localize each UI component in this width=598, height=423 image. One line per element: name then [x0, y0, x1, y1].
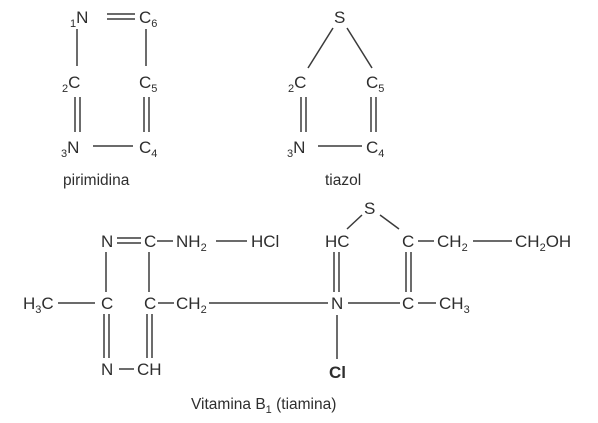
atom-c4-label: C: [139, 138, 151, 157]
group-h3c-h: H: [23, 294, 35, 313]
group-ch2oh-ch: CH: [515, 232, 540, 251]
locant-3: 3: [61, 148, 67, 160]
group-ch3-label: CH: [439, 294, 464, 313]
atom-c5-label: C: [366, 73, 378, 92]
atom-c6: C6: [139, 8, 157, 30]
group-h3c-subscript: 3: [35, 304, 41, 316]
group-ch3-subscript: 3: [464, 304, 470, 316]
atom-c2: 2C: [62, 73, 80, 95]
thiamine-caption: Vitamina B1 (tiamina): [191, 396, 336, 416]
atom-s: S: [364, 199, 375, 218]
atom-c4-label: C: [366, 138, 378, 157]
bond-s-hc: [346, 214, 363, 230]
atom-s: S: [334, 8, 345, 27]
thiamine-caption-subscript: 1: [266, 404, 272, 416]
atom-c2: 2C: [288, 73, 306, 95]
atom-c6-label: C: [139, 8, 151, 27]
atom-c2-label: C: [294, 73, 306, 92]
locant-3: 3: [287, 148, 293, 160]
atom-c5-label: C: [139, 73, 151, 92]
atom-n3: 3N: [61, 138, 79, 160]
atom-c5: C5: [139, 73, 157, 95]
locant-2: 2: [288, 83, 294, 95]
pyrimidine-caption: pirimidina: [63, 172, 130, 189]
group-ch3: CH3: [439, 294, 470, 316]
locant-2: 2: [62, 83, 68, 95]
group-ch2-bridge: CH2: [176, 294, 207, 316]
group-nh2: NH2: [176, 232, 207, 254]
bond-s-c5: [346, 27, 373, 69]
thiamine-caption-tail: (tiamina): [272, 396, 337, 413]
pyrimidine-structure: 1N C6 2C C5 3N C4 pirimidina: [61, 8, 157, 189]
group-ch2oh-oh: OH: [546, 232, 572, 251]
atom-c-top: C: [144, 232, 156, 251]
group-nh2-subscript: 2: [201, 242, 207, 254]
locant-1: 1: [70, 18, 76, 30]
group-h3c: H3C: [23, 294, 54, 316]
atom-n3-label: N: [293, 138, 305, 157]
thiazole-caption: tiazol: [325, 172, 361, 189]
atom-cl: Cl: [329, 363, 346, 382]
atom-c2-label: C: [68, 73, 80, 92]
atom-n1: 1N: [70, 8, 88, 30]
atom-n1-label: N: [76, 8, 88, 27]
atom-c4: C4: [139, 138, 157, 160]
locant-5: 5: [151, 83, 157, 95]
thiamine-caption-main: Vitamina B: [191, 396, 266, 413]
atom-c-methyl2: C: [402, 294, 414, 313]
atom-c-methyl: C: [101, 294, 113, 313]
group-ch2-a-label: CH: [437, 232, 462, 251]
locant-4: 4: [151, 148, 157, 160]
group-ch2-a-subscript: 2: [462, 242, 468, 254]
locant-6: 6: [151, 18, 157, 30]
group-h3c-c: C: [41, 294, 53, 313]
group-ch2-a: CH2: [437, 232, 468, 254]
atom-c5: C5: [366, 73, 384, 95]
group-ch2oh-subscript: 2: [540, 242, 546, 254]
atom-n3: 3N: [287, 138, 305, 160]
group-ch-bottom: CH: [137, 360, 162, 379]
locant-4: 4: [378, 148, 384, 160]
bond-s-cchain: [379, 214, 400, 230]
group-hc: HC: [325, 232, 350, 251]
atom-n3-label: N: [67, 138, 79, 157]
atom-c-chain: C: [402, 232, 414, 251]
atom-n-thiazole: N: [331, 294, 343, 313]
group-ch2-bridge-label: CH: [176, 294, 201, 313]
thiazole-structure: S 2C C5 3N C4 tiazol: [287, 8, 384, 189]
group-ch2oh: CH2OH: [515, 232, 571, 254]
group-hcl: HCl: [251, 232, 279, 251]
atom-c4: C4: [366, 138, 384, 160]
group-nh2-label: NH: [176, 232, 201, 251]
group-ch2-bridge-subscript: 2: [201, 304, 207, 316]
thiamine-structure: N C NH2 HCl H3C C C CH2 N CH S HC C CH2 …: [23, 199, 571, 416]
atom-c-bridge: C: [144, 294, 156, 313]
locant-5: 5: [378, 83, 384, 95]
atom-n-bottom: N: [101, 360, 113, 379]
bond-s-c2: [307, 27, 334, 69]
atom-n-top: N: [101, 232, 113, 251]
